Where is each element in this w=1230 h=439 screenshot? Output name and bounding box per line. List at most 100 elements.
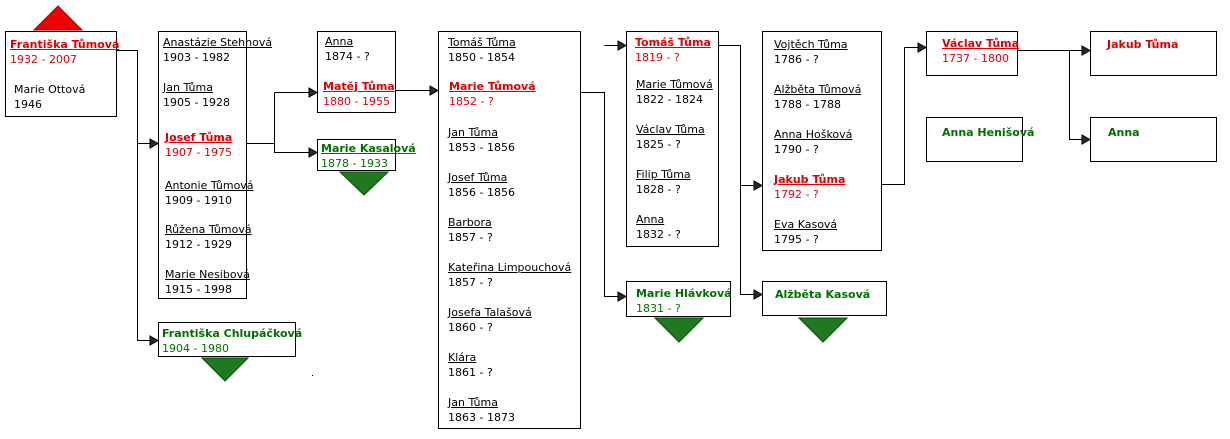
person-entry[interactable]: Anna — [1108, 125, 1140, 140]
person-name[interactable]: Marie Kasalová — [321, 142, 416, 155]
person-name[interactable]: Marie Tůmová — [449, 80, 536, 93]
person-entry[interactable]: Klára 1861 - ? — [448, 350, 493, 380]
person-dates: 1795 - ? — [774, 233, 819, 246]
person-name[interactable]: Anna — [325, 35, 354, 48]
person-name[interactable]: Jan Tůma — [448, 396, 498, 409]
person-dates: 1861 - ? — [448, 366, 493, 379]
person-name[interactable]: Anastázie Stehnová — [163, 36, 273, 49]
person-dates: 1831 - ? — [636, 302, 681, 315]
person-name[interactable]: Josefa Talašová — [448, 306, 532, 319]
expand-down-icon[interactable] — [654, 317, 704, 343]
person-name[interactable]: Růžena Tůmová — [165, 223, 252, 236]
person-entry[interactable]: Josef Tůma 1856 - 1856 — [448, 170, 515, 200]
person-name: Marie Ottová — [14, 83, 86, 96]
person-entry[interactable]: Eva Kasová 1795 - ? — [774, 217, 837, 247]
person-name[interactable]: Alžběta Kasová — [775, 288, 871, 301]
expand-down-icon[interactable] — [339, 171, 389, 196]
person-name[interactable]: Alžběta Tůmová — [774, 83, 862, 96]
person-name[interactable]: Františka Chlupáčková — [162, 327, 303, 340]
person-name[interactable]: Václav Tůma — [636, 123, 705, 136]
person-name[interactable]: Anna Henišová — [942, 126, 1035, 139]
person-dates: 1880 - 1955 — [323, 95, 390, 108]
person-entry[interactable]: Anna Henišová — [942, 125, 1034, 140]
person-dates: 1857 - ? — [448, 231, 493, 244]
person-name[interactable]: Marie Tůmová — [636, 78, 713, 91]
person-dates: 1832 - ? — [636, 228, 681, 241]
arrow-icon — [429, 85, 440, 96]
person-name[interactable]: Anna — [636, 213, 665, 226]
person-name[interactable]: Jan Tůma — [163, 81, 213, 94]
person-name[interactable]: Josef Tůma — [448, 171, 508, 184]
person-name[interactable]: Barbora — [448, 216, 492, 229]
person-entry[interactable]: Jakub Tůma — [1107, 37, 1178, 52]
person-name[interactable]: Františka Tůmová — [10, 38, 120, 51]
expand-down-icon[interactable] — [798, 317, 848, 343]
arrow-icon — [308, 87, 319, 98]
spouse-card-anna: Anna — [1090, 117, 1217, 162]
arrow-icon — [753, 289, 764, 300]
person-name[interactable]: Marie Nesibová — [165, 268, 250, 281]
arrow-icon — [1081, 45, 1092, 56]
person-dates: 1786 - ? — [774, 53, 819, 66]
person-name[interactable]: Kateřina Limpouchová — [448, 261, 572, 274]
arrow-icon — [149, 335, 160, 346]
person-entry[interactable]: Anna 1832 - ? — [636, 212, 681, 242]
arrow-icon — [753, 180, 764, 191]
person-card-jakub: Jakub Tůma — [1090, 31, 1217, 76]
person-dates: 1946 — [14, 98, 42, 111]
person-name[interactable]: Tomáš Tůma — [635, 36, 711, 49]
person-name[interactable]: Antonie Tůmová — [165, 179, 254, 192]
person-name[interactable]: Josef Tůma — [165, 131, 233, 144]
expand-up-icon[interactable] — [33, 5, 83, 31]
person-name[interactable]: Matěj Tůma — [323, 80, 395, 93]
person-name[interactable]: Klára — [448, 351, 477, 364]
person-name[interactable]: Václav Tůma — [942, 37, 1020, 50]
expand-down-icon[interactable] — [201, 357, 249, 382]
person-entry[interactable]: Františka Tůmová 1932 - 2007 — [10, 37, 119, 67]
person-entry[interactable]: Alžběta Kasová — [775, 287, 870, 302]
spouse-card-hlavkova: Marie Hlávková 1831 - ? — [626, 281, 732, 317]
person-name[interactable]: Filip Tůma — [636, 168, 691, 181]
person-entry[interactable]: Marie Hlávková 1831 - ? — [636, 286, 732, 316]
person-name[interactable]: Vojtěch Tůma — [774, 38, 848, 51]
person-name[interactable]: Eva Kasová — [774, 218, 838, 231]
person-name[interactable]: Tomáš Tůma — [448, 36, 516, 49]
person-name[interactable]: Marie Hlávková — [636, 287, 732, 300]
person-name[interactable]: Jan Tůma — [448, 126, 498, 139]
person-name[interactable]: Jakub Tůma — [1107, 38, 1179, 51]
person-name[interactable]: Anna Hošková — [774, 128, 853, 141]
arrow-icon — [617, 291, 628, 302]
arrow-icon — [917, 42, 928, 53]
person-name[interactable]: Anna — [1108, 126, 1140, 139]
person-name[interactable]: Jakub Tůma — [774, 173, 846, 186]
person-entry[interactable]: Vojtěch Tůma 1786 - ? — [774, 37, 848, 67]
person-dates: 1912 - 1929 — [165, 238, 232, 251]
person-dates: 1856 - 1856 — [448, 186, 515, 199]
person-entry[interactable]: Matěj Tůma 1880 - 1955 — [323, 79, 395, 109]
person-entry[interactable]: Růžena Tůmová 1912 - 1929 — [165, 222, 252, 252]
person-entry[interactable]: Barbora 1857 - ? — [448, 215, 493, 245]
